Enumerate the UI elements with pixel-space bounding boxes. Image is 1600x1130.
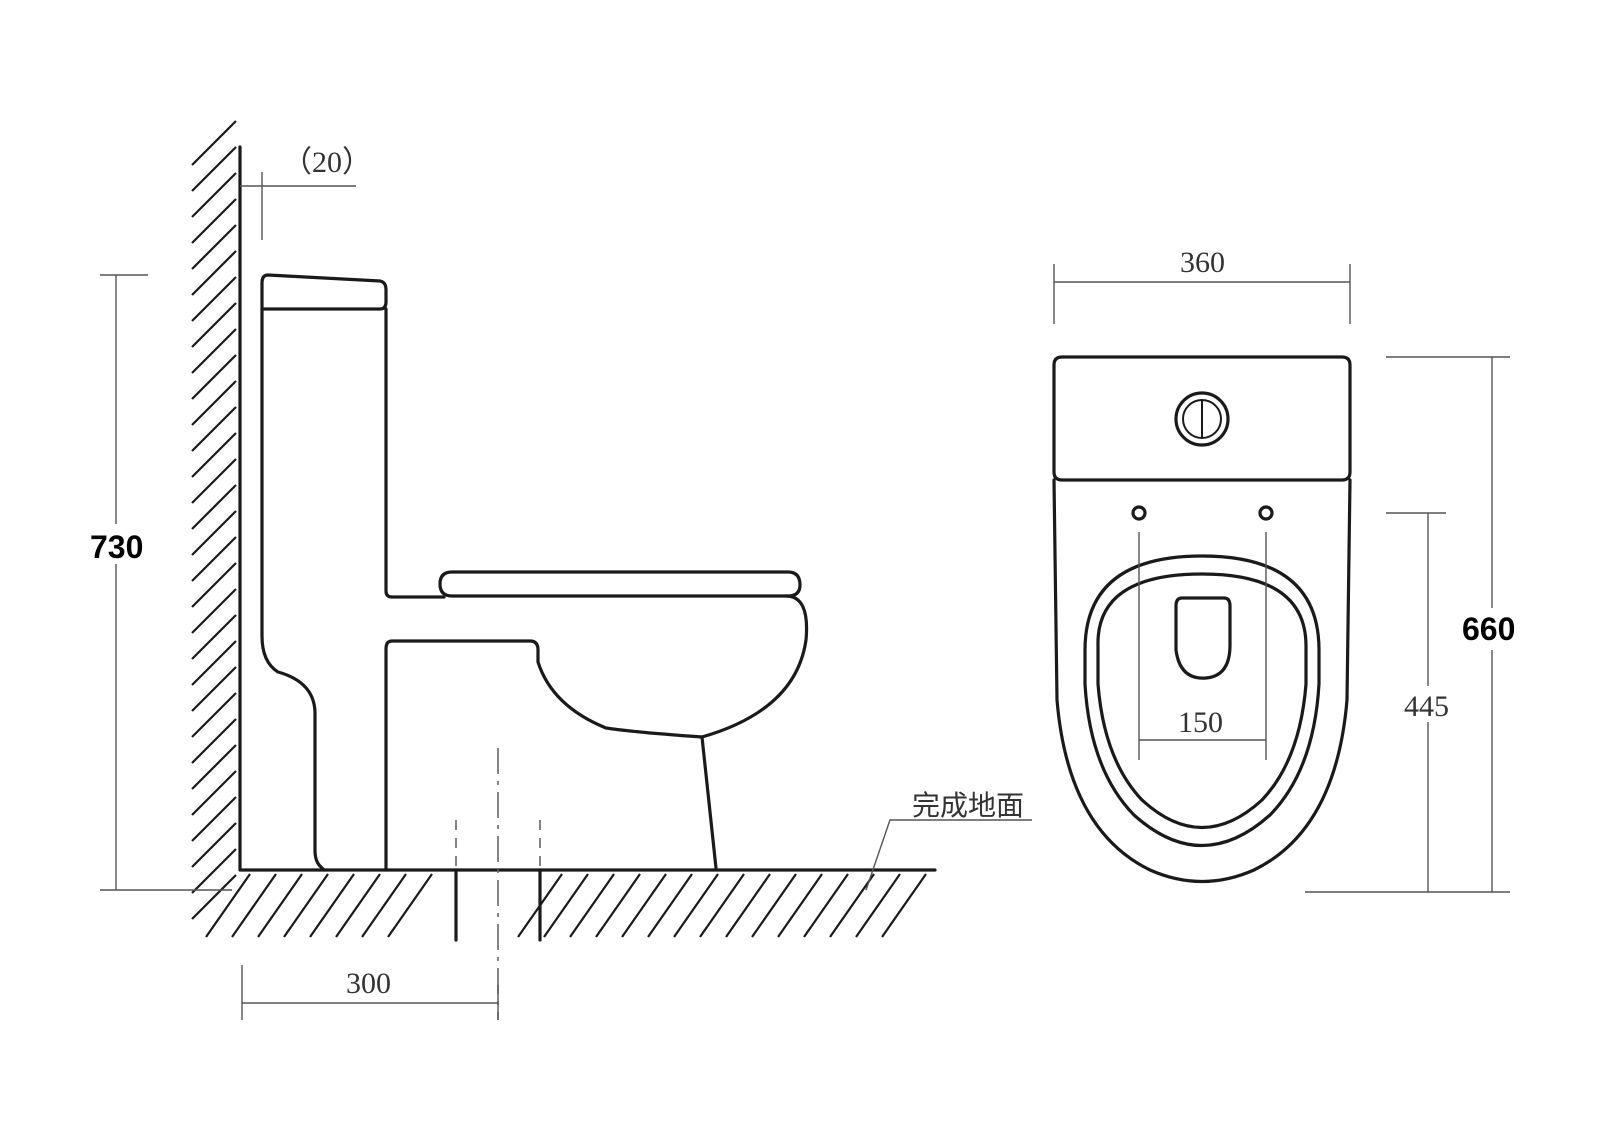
floor-hatch-line [335, 873, 381, 938]
hinge-bolt-right [1258, 505, 1274, 521]
top-seat-rim [1083, 554, 1321, 847]
floor-hatch-line [543, 873, 589, 938]
rough-in-dimension-label: 300 [346, 967, 391, 1000]
floor-hatch-line [231, 873, 277, 938]
gap-dimension-label: （20） [282, 146, 372, 179]
height-dimension-label: 730 [90, 529, 143, 565]
tank-lid [260, 273, 388, 311]
wall-hatch-line [191, 744, 237, 790]
length-dimension-label: 660 [1462, 611, 1515, 647]
floor-hatch-line [673, 873, 719, 938]
wall-hatch-line [191, 770, 237, 816]
top-view: 360 660 445 150 [1052, 246, 1524, 893]
wall-hatch-line [191, 380, 237, 426]
wall-hatch-line [191, 640, 237, 686]
wall-hatch-line [191, 302, 237, 348]
wall-hatch-line [191, 718, 237, 764]
side-view: （20） 730 300 完成地面 [86, 120, 1032, 1020]
floor-hatch-line [777, 873, 823, 938]
wall-hatch-line [191, 146, 237, 192]
pedestal-front [700, 735, 718, 870]
floor-hatch-line [829, 873, 875, 938]
floor-hatch-line [803, 873, 849, 938]
wall-hatch-line [191, 510, 237, 556]
length-label-bg [1460, 608, 1524, 650]
outlet-width-dimension-label: 150 [1178, 706, 1223, 739]
floor-hatch-line [283, 873, 329, 938]
wall-hatch-line [191, 822, 237, 868]
floor-hatch-line [309, 873, 355, 938]
tank-body [260, 307, 326, 872]
tank-front-edge [384, 307, 446, 599]
wall-hatch-line [191, 250, 237, 296]
wall-hatch-line [191, 874, 237, 920]
wall-hatch-line [191, 120, 237, 166]
floor-hatch-line [725, 873, 771, 938]
wall-hatching [191, 120, 237, 920]
seat-depth-dimension-label: 445 [1404, 690, 1449, 723]
floor-hatch-line [751, 873, 797, 938]
wall-hatch-line [191, 562, 237, 608]
bowl-outline [384, 594, 809, 872]
wall-hatch-line [191, 354, 237, 400]
top-seat-inner [1096, 572, 1308, 829]
wall-hatch-line [191, 484, 237, 530]
wall-hatch-line [191, 406, 237, 452]
wall-hatch-line [191, 848, 237, 894]
wall-hatch-line [191, 276, 237, 322]
floor-label: 完成地面 [912, 789, 1024, 822]
wall-hatch-line [191, 588, 237, 634]
wall-floor-outline [238, 145, 937, 872]
wall-hatch-line [191, 328, 237, 374]
floor-hatch-line [257, 873, 303, 938]
floor-hatch-line [205, 873, 251, 938]
width-dimension-label: 360 [1180, 246, 1225, 279]
floor-hatch-line [361, 873, 407, 938]
height-label-bg [86, 524, 146, 564]
floor-hatch-line [595, 873, 641, 938]
floor-hatch-line [387, 873, 433, 938]
floor-hatch-line [855, 873, 901, 938]
floor-hatching [205, 873, 927, 938]
wall-hatch-line [191, 614, 237, 660]
floor-hatch-line [881, 873, 927, 938]
floor-leader-line [865, 819, 1032, 891]
toilet-seat-lid [438, 570, 802, 598]
flush-button-icon [1174, 391, 1230, 447]
floor-hatch-line [621, 873, 667, 938]
wall-hatch-line [191, 432, 237, 478]
wall-hatch-line [191, 458, 237, 504]
wall-hatch-line [191, 796, 237, 842]
top-bowl-outer [1052, 478, 1352, 884]
hinge-bolt-left [1131, 505, 1147, 521]
wall-hatch-line [191, 224, 237, 270]
top-tank [1052, 355, 1352, 482]
wall-hatch-line [191, 536, 237, 582]
wall-hatch-line [191, 172, 237, 218]
wall-hatch-line [191, 692, 237, 738]
seat-depth-label-bg [1404, 686, 1454, 722]
wall-hatch-line [191, 198, 237, 244]
wall-hatch-line [191, 666, 237, 712]
floor-hatch-line [569, 873, 615, 938]
floor-hatch-line [647, 873, 693, 938]
floor-hatch-line [699, 873, 745, 938]
bowl-outlet [1174, 596, 1232, 680]
